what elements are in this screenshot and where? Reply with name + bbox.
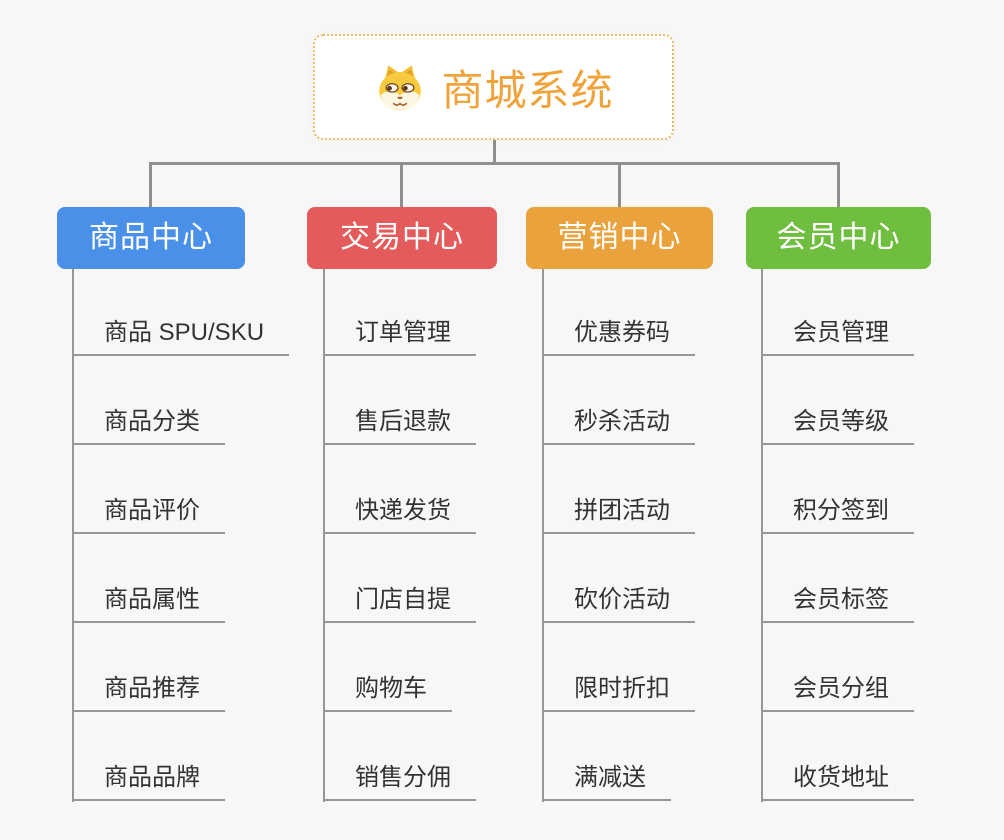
leaf-node[interactable]: 会员标签	[761, 583, 914, 623]
leaf-node[interactable]: 积分签到	[761, 494, 914, 534]
connector-rail	[149, 162, 839, 165]
leaf-node[interactable]: 商品分类	[72, 405, 225, 445]
leaf-node[interactable]: 商品品牌	[72, 761, 225, 801]
leaf-node[interactable]: 拼团活动	[542, 494, 695, 534]
branch-spine	[542, 269, 544, 802]
leaf-node[interactable]: 商品评价	[72, 494, 225, 534]
leaf-node[interactable]: 订单管理	[323, 316, 476, 356]
branch-node-trade-center[interactable]: 交易中心	[307, 207, 497, 269]
leaf-node[interactable]: 商品 SPU/SKU	[72, 316, 290, 356]
leaf-node[interactable]: 销售分佣	[323, 761, 476, 801]
leaf-node[interactable]: 购物车	[323, 672, 452, 712]
branch-spine	[72, 269, 74, 802]
leaf-node[interactable]: 秒杀活动	[542, 405, 695, 445]
leaf-node[interactable]: 商品推荐	[72, 672, 225, 712]
connector-drop-product	[149, 162, 152, 208]
branch-node-member-center[interactable]: 会员中心	[746, 207, 931, 269]
leaf-node[interactable]: 限时折扣	[542, 672, 695, 712]
connector-drop-member	[837, 162, 840, 208]
connector-root-stub	[493, 140, 496, 163]
leaf-node[interactable]: 满减送	[542, 761, 671, 801]
shiba-dog-icon	[379, 65, 422, 111]
branch-node-product-center[interactable]: 商品中心	[57, 207, 245, 269]
leaf-node[interactable]: 售后退款	[323, 405, 476, 445]
leaf-node[interactable]: 会员等级	[761, 405, 914, 445]
leaf-node[interactable]: 快递发货	[323, 494, 476, 534]
leaf-node[interactable]: 收货地址	[761, 761, 914, 801]
connector-drop-marketing	[618, 162, 621, 208]
branch-spine	[761, 269, 763, 802]
branch-node-marketing-center[interactable]: 营销中心	[526, 207, 713, 269]
leaf-node[interactable]: 砍价活动	[542, 583, 695, 623]
root-node[interactable]: 商城系统	[313, 34, 674, 140]
leaf-node[interactable]: 会员管理	[761, 316, 914, 356]
root-node-title: 商城系统	[441, 66, 614, 114]
leaf-node[interactable]: 门店自提	[323, 583, 476, 623]
leaf-node[interactable]: 优惠券码	[542, 316, 695, 356]
leaf-node[interactable]: 会员分组	[761, 672, 914, 712]
connector-drop-trade	[400, 162, 403, 208]
branch-spine	[323, 269, 325, 802]
leaf-node[interactable]: 商品属性	[72, 583, 225, 623]
